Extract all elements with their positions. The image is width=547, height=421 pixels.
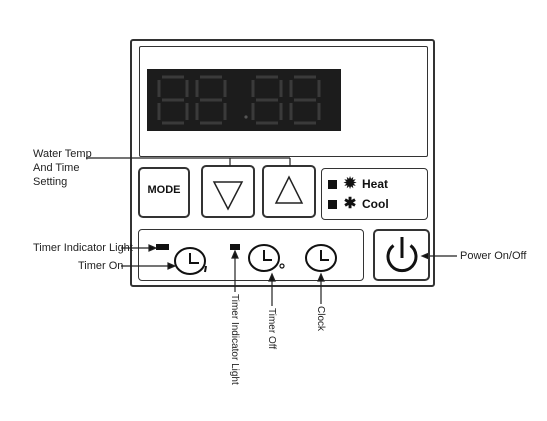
mode-button[interactable]: MODE [138, 167, 190, 218]
triangle-down-icon [212, 181, 244, 211]
power-button[interactable] [373, 229, 430, 281]
timer-indicator-light-label: Timer Indicator Light [33, 242, 133, 254]
cool-label: Cool [362, 197, 389, 211]
cool-indicator: ✱ Cool [328, 195, 389, 212]
heat-label: Heat [362, 177, 389, 191]
clock-icon[interactable] [305, 244, 337, 272]
triangle-up-icon [274, 175, 304, 204]
timer-on-clock-icon[interactable] [174, 247, 207, 275]
mode-button-label: MODE [147, 184, 181, 196]
timer-on-label: Timer On [78, 260, 124, 272]
cool-indicator-light [328, 199, 337, 209]
down-button[interactable] [201, 165, 255, 218]
timer-off-clock-icon[interactable] [248, 244, 285, 272]
power-icon [386, 237, 418, 273]
mode-indicator-panel: ✹ Heat ✱ Cool [321, 168, 428, 220]
timer-off-indicator-light [230, 244, 240, 250]
power-on-off-label: Power On/Off [460, 250, 527, 262]
heat-indicator: ✹ Heat [328, 175, 389, 192]
up-button[interactable] [262, 165, 316, 218]
clock-label: Clock [315, 306, 326, 332]
heat-indicator-light [328, 179, 337, 189]
timer-off-label: Timer Off [266, 308, 277, 350]
timer-indicator-light-vertical-label: Timer Indicator Light [229, 294, 240, 385]
timer-on-indicator-light [156, 244, 169, 250]
sun-icon: ✹ [343, 175, 357, 192]
callout-lines [86, 157, 457, 306]
display-reading [157, 75, 321, 125]
snowflake-icon: ✱ [343, 195, 357, 212]
water-temp-time-label: Water Temp And Time Setting [33, 148, 92, 188]
control-panel [130, 39, 435, 287]
timer-button-bar [138, 229, 364, 281]
display-frame [139, 46, 428, 157]
